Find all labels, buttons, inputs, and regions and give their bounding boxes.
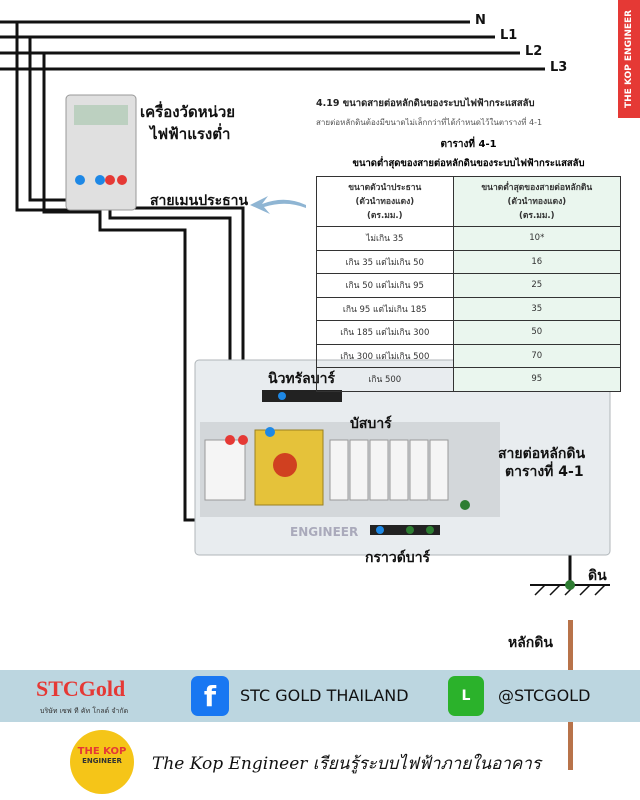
ground-wire-label-1: สายต่อหลักดิน bbox=[498, 446, 586, 462]
label-l3: L3 bbox=[550, 60, 568, 75]
facebook-icon[interactable]: f bbox=[191, 676, 229, 716]
bus-bar-label: บัสบาร์ bbox=[350, 416, 392, 432]
table-number: ตารางที่ 4-1 bbox=[440, 139, 497, 150]
label-l2: L2 bbox=[525, 44, 543, 59]
label-l1: L1 bbox=[500, 28, 518, 43]
cell: เกิน 500 bbox=[316, 367, 454, 392]
ground-rod-label: หลักดิน bbox=[508, 635, 553, 651]
header-line: ขนาดต่ำสุดของสายต่อหลักดิน bbox=[481, 182, 593, 193]
line-icon[interactable]: L bbox=[448, 676, 484, 716]
ground-bar-label: กราวด์บาร์ bbox=[365, 550, 431, 566]
line-id[interactable]: @STCGOLD bbox=[498, 686, 591, 705]
blue-arrow bbox=[250, 196, 306, 214]
main-breaker bbox=[254, 429, 324, 506]
table-title: ขนาดต่ำสุดของสายต่อหลักดินของระบบไฟฟ้ากร… bbox=[352, 158, 585, 169]
cell: เกิน 50 แต่ไม่เกิน 95 bbox=[316, 273, 454, 298]
cell: เกิน 300 แต่ไม่เกิน 500 bbox=[316, 343, 454, 368]
cell: เกิน 35 แต่ไม่เกิน 50 bbox=[316, 249, 454, 274]
header-ground-wire: ขนาดต่ำสุดของสายต่อหลักดิน (ตัวนำทองแดง) (… bbox=[452, 176, 622, 227]
doc-subheading: สายต่อหลักดินต้องมีขนาดไม่เล็กกว่าที่ได้… bbox=[316, 118, 543, 127]
kop-badge: THE KOP ENGINEER bbox=[618, 0, 640, 118]
cell: 10* bbox=[452, 226, 622, 251]
facebook-name[interactable]: STC GOLD THAILAND bbox=[240, 686, 409, 705]
cell: เกิน 95 แต่ไม่เกิน 185 bbox=[316, 296, 454, 321]
cell: 16 bbox=[452, 249, 622, 274]
main-cable-label: สายเมนประธาน bbox=[150, 193, 249, 209]
header-main-conductor: ขนาดตัวนำประธาน (ตัวนำทองแดง) (ตร.มม.) bbox=[316, 176, 454, 227]
cell: ไม่เกิน 35 bbox=[316, 226, 454, 251]
brand-sub: บริษัท เซฟ ที คัท โกลด์ จำกัด bbox=[40, 707, 129, 715]
cell: 70 bbox=[452, 343, 622, 368]
tagline: The Kop Engineer เรียนรู้ระบบไฟฟ้าภายในอ… bbox=[152, 754, 541, 774]
header-line: (ตร.มม.) bbox=[519, 210, 555, 221]
meter-label-1: เครื่องวัดหน่วย bbox=[140, 103, 236, 121]
cell: 95 bbox=[452, 367, 622, 392]
meter-label-2: ไฟฟ้าแรงต่ำ bbox=[150, 125, 231, 143]
ground-wire-size-table: ขนาดตัวนำประธาน (ตัวนำทองแดง) (ตร.มม.) ขนา… bbox=[316, 176, 622, 392]
soil-label: ดิน bbox=[588, 568, 607, 584]
kop-logo: THE KOP ENGINEER bbox=[70, 730, 134, 794]
header-line: (ตร.มม.) bbox=[367, 210, 403, 221]
header-line: ขนาดตัวนำประธาน bbox=[348, 182, 422, 193]
ground-bar bbox=[370, 525, 440, 535]
cell: 25 bbox=[452, 273, 622, 298]
stc-gold-logo: STCGold bbox=[36, 676, 126, 701]
kop-logo-line1: THE KOP bbox=[77, 746, 127, 757]
ground-wire-label-2: ตารางที่ 4-1 bbox=[505, 464, 584, 480]
footer-band bbox=[0, 670, 640, 722]
cell: 50 bbox=[452, 320, 622, 345]
label-n: N bbox=[475, 13, 486, 28]
table-header-row: ขนาดตัวนำประธาน (ตัวนำทองแดง) (ตร.มม.) ขนา… bbox=[316, 176, 622, 227]
header-line: (ตัวนำทองแดง) bbox=[507, 196, 567, 207]
doc-heading: 4.19 ขนาดสายต่อหลักดินของระบบไฟฟ้ากระแสส… bbox=[316, 98, 535, 109]
kop-logo-line2: ENGINEER bbox=[82, 757, 122, 765]
cell: 35 bbox=[452, 296, 622, 321]
header-line: (ตัวนำทองแดง) bbox=[355, 196, 415, 207]
cell: เกิน 185 แต่ไม่เกิน 300 bbox=[316, 320, 454, 345]
neutral-bar bbox=[262, 390, 342, 402]
watermark: ENGINEER bbox=[290, 525, 359, 539]
